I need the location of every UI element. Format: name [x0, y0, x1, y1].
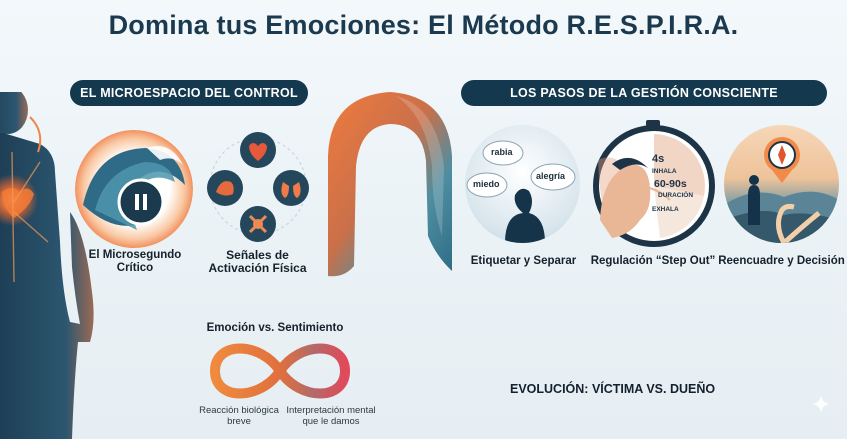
caption-reaccion: Reacción biológica breve: [199, 405, 279, 427]
caption-reencuadre: Reencuadre y Decisión: [718, 255, 845, 267]
step-reencuadre-illustration: [724, 125, 839, 243]
caption-regulacion: Regulación “Step Out”: [590, 255, 716, 267]
timer-exhala: EXHALA: [652, 206, 679, 213]
step-regulacion-illustration: 4s INHALA 60-90s DURACIÓN EXHALA: [590, 120, 718, 248]
caption-interpretacion: Interpretación mental que le damos: [286, 405, 376, 427]
compass-icon: [764, 137, 800, 183]
evolution-label: EVOLUCIÓN: VÍCTIMA VS. DUEÑO: [510, 382, 716, 396]
body-signals-icon: [205, 130, 310, 242]
section-pill-control: EL MICROESPACIO DEL CONTROL: [70, 80, 308, 106]
caption-etiquetar: Etiquetar y Separar: [470, 255, 577, 267]
timer-duration: 60-90s: [654, 178, 687, 190]
sparkle-icon: [812, 395, 830, 413]
timer-4s: 4s: [652, 153, 665, 165]
human-silhouette-icon: [0, 92, 110, 439]
section-pill-steps: LOS PASOS DE LA GESTIÓN CONSCIENTE: [461, 80, 827, 106]
heart-icon: [240, 132, 276, 168]
timer-inhala: INHALA: [652, 168, 677, 175]
tension-icon: [240, 206, 276, 242]
caption-microsegundo: El Microsegundo Crítico: [88, 249, 182, 274]
bubble-rabia: rabia: [491, 147, 513, 157]
caption-senales: Señales de Activación Física: [208, 248, 307, 275]
bubble-alegria: alegría: [536, 171, 566, 181]
timer-duracion: DURACIÓN: [658, 192, 694, 199]
muscle-icon: [207, 170, 243, 206]
step-etiquetar-illustration: rabia alegría miedo: [465, 125, 580, 243]
stopwatch-wave-icon: [75, 130, 193, 248]
lungs-icon: [273, 170, 309, 206]
page-title: Domina tus Emociones: El Método R.E.S.P.…: [108, 10, 739, 40]
arch-transition-icon: [326, 86, 454, 286]
bubble-miedo: miedo: [473, 179, 500, 189]
infinity-loop-icon: [205, 336, 355, 406]
infinity-title: Emoción vs. Sentimiento: [206, 322, 344, 334]
